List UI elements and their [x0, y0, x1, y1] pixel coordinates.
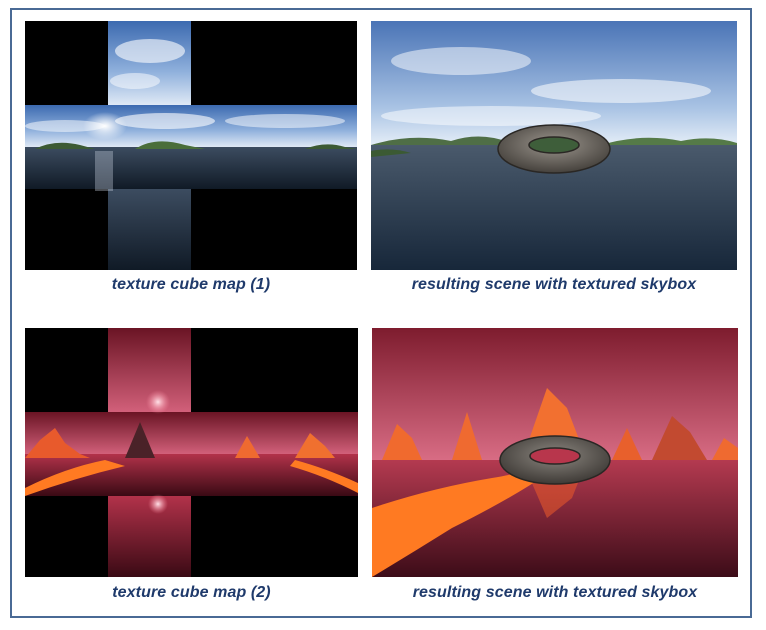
caption-cube-map-1: texture cube map (1)	[111, 276, 271, 293]
cube-map-1-image	[25, 21, 357, 270]
caption-scene-2: resulting scene with textured skybox	[412, 584, 698, 601]
caption-cube-map-2: texture cube map (2)	[112, 584, 271, 601]
scene-2-image	[372, 328, 738, 577]
scene-1-image	[371, 21, 737, 270]
caption-scene-1: resulting scene with textured skybox	[411, 276, 697, 293]
cube-map-2-image	[25, 328, 358, 577]
